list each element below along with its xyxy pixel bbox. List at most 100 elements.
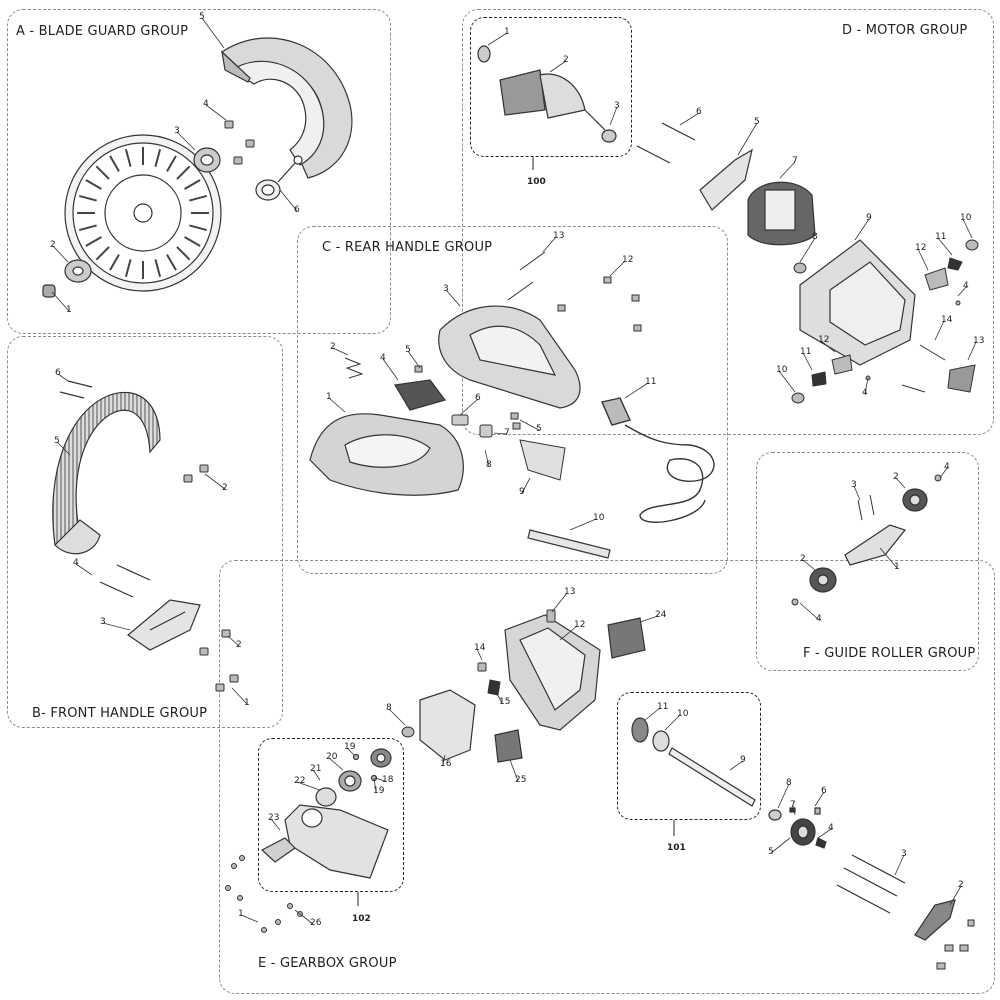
- leader-line: [820, 340, 836, 353]
- leader-line: [895, 477, 906, 489]
- part-number-d-8: 8: [812, 232, 818, 242]
- blade-slot: [95, 246, 110, 261]
- motor-bracket: [699, 148, 753, 211]
- part-number-a-1: 2: [50, 240, 56, 250]
- leader-line: [639, 615, 659, 623]
- motor-group-title: D - MOTOR GROUP: [842, 23, 968, 38]
- guide-roller-group-title: F - GUIDE ROLLER GROUP: [803, 646, 976, 661]
- part-number-e-2: 3: [901, 849, 907, 859]
- part-number-a-0: 1: [66, 305, 72, 315]
- part-number-e-15: 15: [499, 697, 511, 707]
- blade-slot: [154, 259, 162, 278]
- part-number-c-12: 12: [622, 255, 634, 265]
- blade-slot: [176, 165, 191, 180]
- rear-handle-group-title: C - REAR HANDLE GROUP: [322, 240, 493, 255]
- part-number-c-4: 5: [405, 345, 411, 355]
- part-number-b-3: 3: [100, 617, 106, 627]
- power-cord: [601, 397, 715, 523]
- leader-line: [312, 769, 321, 781]
- subassembly-101-label: 101: [667, 843, 686, 853]
- leader-line: [624, 382, 649, 399]
- blade-slot: [78, 194, 97, 202]
- part-number-e-9: 9: [740, 755, 746, 765]
- leader-line: [949, 885, 962, 906]
- part-number-c-5: 5: [536, 424, 542, 434]
- part-number-d-4: 4: [862, 388, 868, 398]
- guard-spring: [255, 155, 303, 201]
- blade-guard-cover: [221, 37, 353, 179]
- part-number-e-20: 20: [326, 752, 338, 762]
- motor-housing: [799, 239, 916, 366]
- leader-line: [205, 104, 227, 121]
- leader-line: [476, 648, 483, 661]
- leader-line: [778, 370, 796, 393]
- leader-line: [57, 373, 69, 382]
- leader-line: [609, 106, 618, 126]
- leader-line: [204, 473, 226, 490]
- leader-line: [373, 777, 377, 793]
- leader-line: [864, 377, 869, 395]
- blade-slot: [95, 165, 110, 180]
- leader-line: [279, 189, 298, 212]
- blade-slot: [124, 259, 132, 278]
- blade-slot: [109, 155, 120, 172]
- part-number-e-26: 26: [310, 918, 322, 928]
- inner-flange: [64, 259, 92, 283]
- switch-spring: [344, 357, 364, 379]
- spindle-assembly: [631, 717, 756, 807]
- leader-line: [729, 760, 744, 771]
- bearing-housing-102: [260, 804, 389, 879]
- part-number-d-1: 2: [563, 55, 569, 65]
- part-number-c-3: 4: [380, 353, 386, 363]
- leader-line: [569, 518, 597, 531]
- gearbox-small-parts: [401, 609, 556, 738]
- leader-line: [609, 260, 626, 277]
- gearbox-housing: [504, 614, 601, 731]
- blade-slot: [184, 179, 201, 190]
- subassembly-100-box: [470, 17, 632, 157]
- arbor-nut: [42, 284, 56, 298]
- handle-bracket: [127, 599, 201, 651]
- part-number-d-9: 9: [866, 213, 872, 223]
- motor-long-screws: [636, 122, 696, 164]
- part-number-c-2: 3: [443, 284, 449, 294]
- leader-line: [51, 291, 70, 312]
- part-number-c-11: 11: [645, 377, 657, 387]
- front-handle-nuts: [183, 464, 239, 692]
- leader-line: [176, 131, 196, 151]
- part-number-f-1: 2: [800, 554, 806, 564]
- part-number-f-3: 3: [851, 480, 857, 490]
- part-number-e-22: 22: [294, 776, 306, 786]
- part-number-d-17: 14: [941, 315, 953, 325]
- part-number-leaders: [51, 17, 977, 925]
- leader-line: [779, 161, 796, 179]
- motor-group-box: [462, 9, 994, 435]
- rear-handle-screws: [414, 251, 642, 430]
- leader-line: [644, 707, 661, 721]
- gearbox-cover: [419, 689, 476, 761]
- leader-line: [894, 854, 905, 876]
- front-handle-group-title: B- FRONT HANDLE GROUP: [32, 706, 208, 721]
- gearbox-group-box: [219, 560, 995, 994]
- driven-gear: [768, 807, 827, 849]
- gearbox-group-title: E - GEARBOX GROUP: [258, 956, 397, 971]
- leader-line: [542, 236, 557, 253]
- part-number-e-24: 24: [655, 610, 667, 620]
- leader-line: [551, 592, 568, 613]
- leader-line: [802, 352, 813, 371]
- guide-rollers: [809, 488, 928, 593]
- leader-line: [509, 759, 519, 782]
- brush-holders: [791, 239, 979, 404]
- part-number-f-2: 2: [893, 472, 899, 482]
- leader-line: [493, 432, 508, 435]
- blade-slot: [109, 254, 120, 271]
- part-number-d-0: 1: [504, 27, 510, 37]
- part-number-d-12: 11: [935, 232, 947, 242]
- leader-line: [519, 419, 540, 431]
- leader-line: [442, 754, 446, 766]
- blade-guard-group-box: [7, 9, 391, 334]
- part-number-c-6: 6: [475, 393, 481, 403]
- part-number-d-11: 10: [776, 365, 788, 375]
- leader-line: [962, 218, 973, 239]
